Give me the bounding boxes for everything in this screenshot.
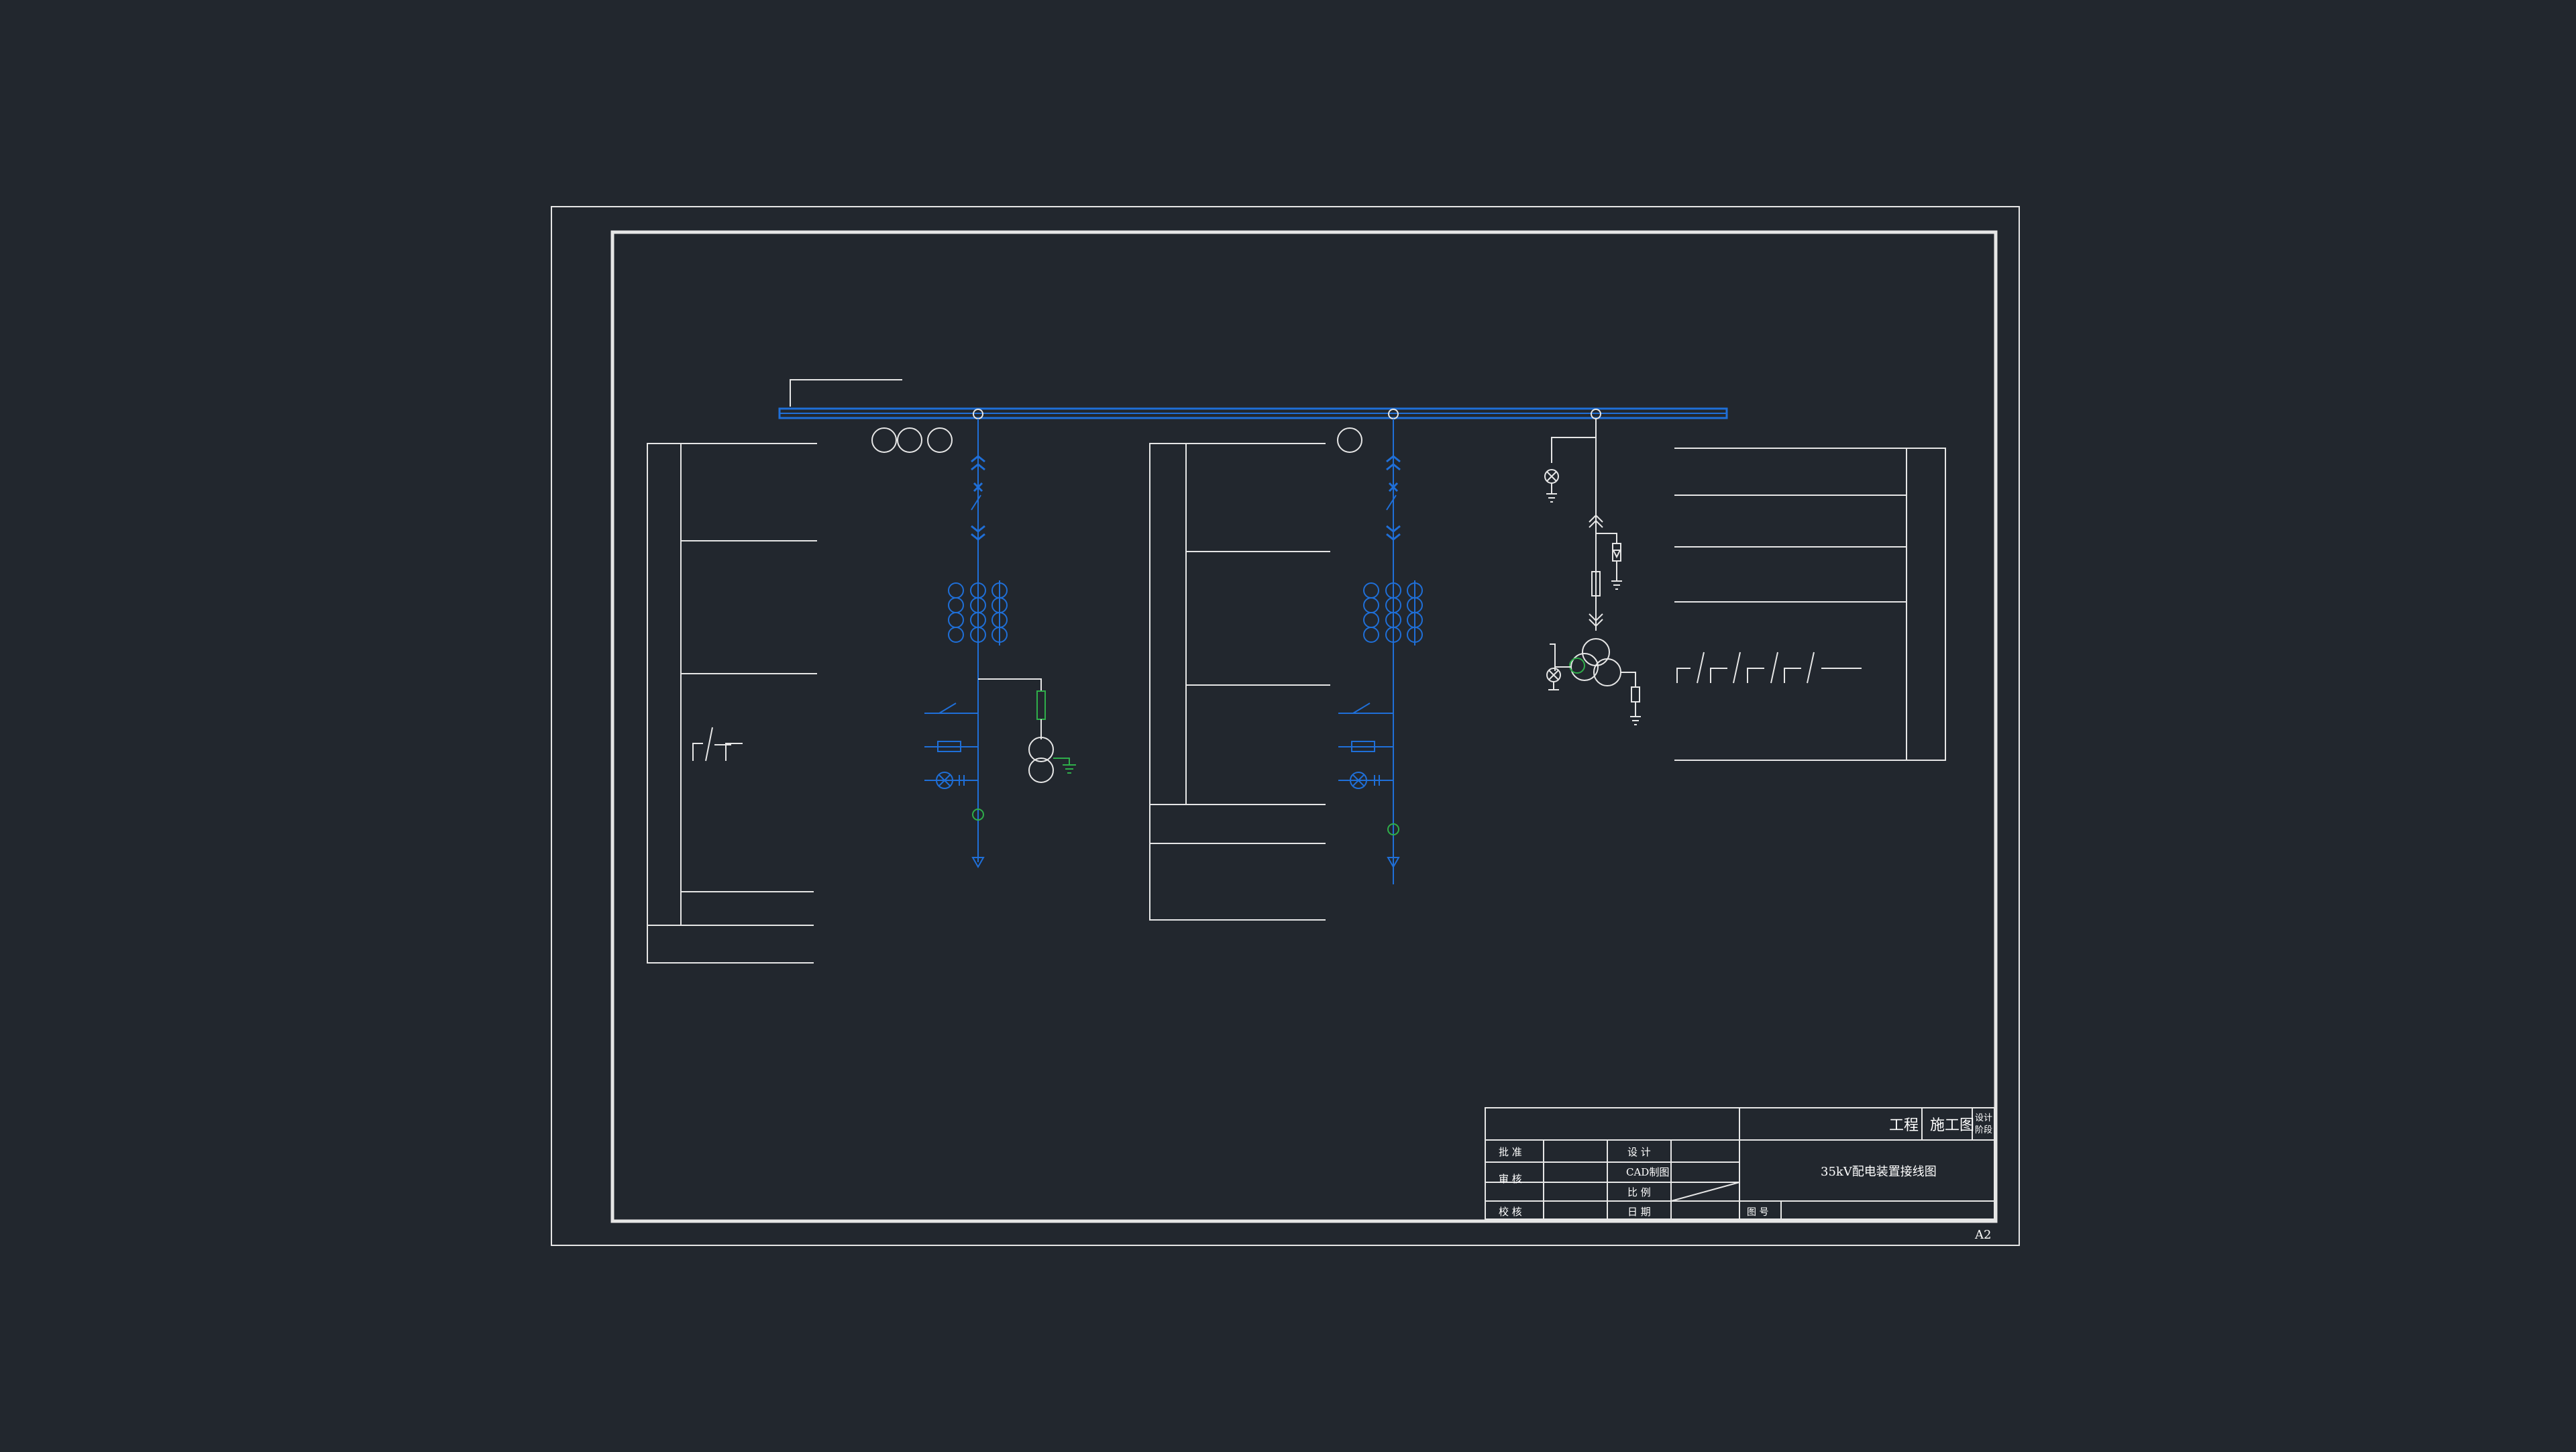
sheet-inner-border: [610, 230, 1998, 1223]
transformer-bay-circuit[interactable]: [1544, 419, 1641, 725]
left-equipment-table: [647, 443, 817, 964]
stage-option-phase: 阶段: [1975, 1125, 1992, 1135]
feeder-1-circuit[interactable]: [924, 419, 1076, 869]
stage-option-design: 设计: [1975, 1113, 1992, 1123]
project-label: 工程: [1889, 1117, 1919, 1134]
drawing-no-label: 图 号: [1747, 1207, 1768, 1218]
main-busbar[interactable]: [778, 407, 1728, 419]
title-block: [1485, 1107, 1995, 1220]
middle-equipment-table: [1149, 443, 1330, 921]
indicator-circles-group-1: [871, 427, 953, 453]
sheet-outer-border: [551, 206, 2020, 1246]
feeder-2-circuit[interactable]: [1338, 419, 1423, 884]
date-label: 日 期: [1627, 1206, 1651, 1218]
approve-label: 批 准: [1499, 1146, 1522, 1158]
stage-label: 施工图: [1930, 1117, 1974, 1134]
right-equipment-table: [1674, 448, 1946, 761]
scale-label: 比 例: [1627, 1186, 1651, 1198]
drawing-title: 35kV配电装置接线图: [1821, 1165, 1937, 1179]
design-label: 设 计: [1627, 1146, 1651, 1158]
check-label: 校 核: [1499, 1206, 1522, 1218]
bus-label-box: [790, 379, 902, 407]
review-label: 审 核: [1499, 1173, 1522, 1185]
indicator-circle-2: [1337, 427, 1362, 453]
cad-label: CAD制图: [1626, 1166, 1669, 1178]
sheet-size-label: A2: [1974, 1228, 1991, 1242]
